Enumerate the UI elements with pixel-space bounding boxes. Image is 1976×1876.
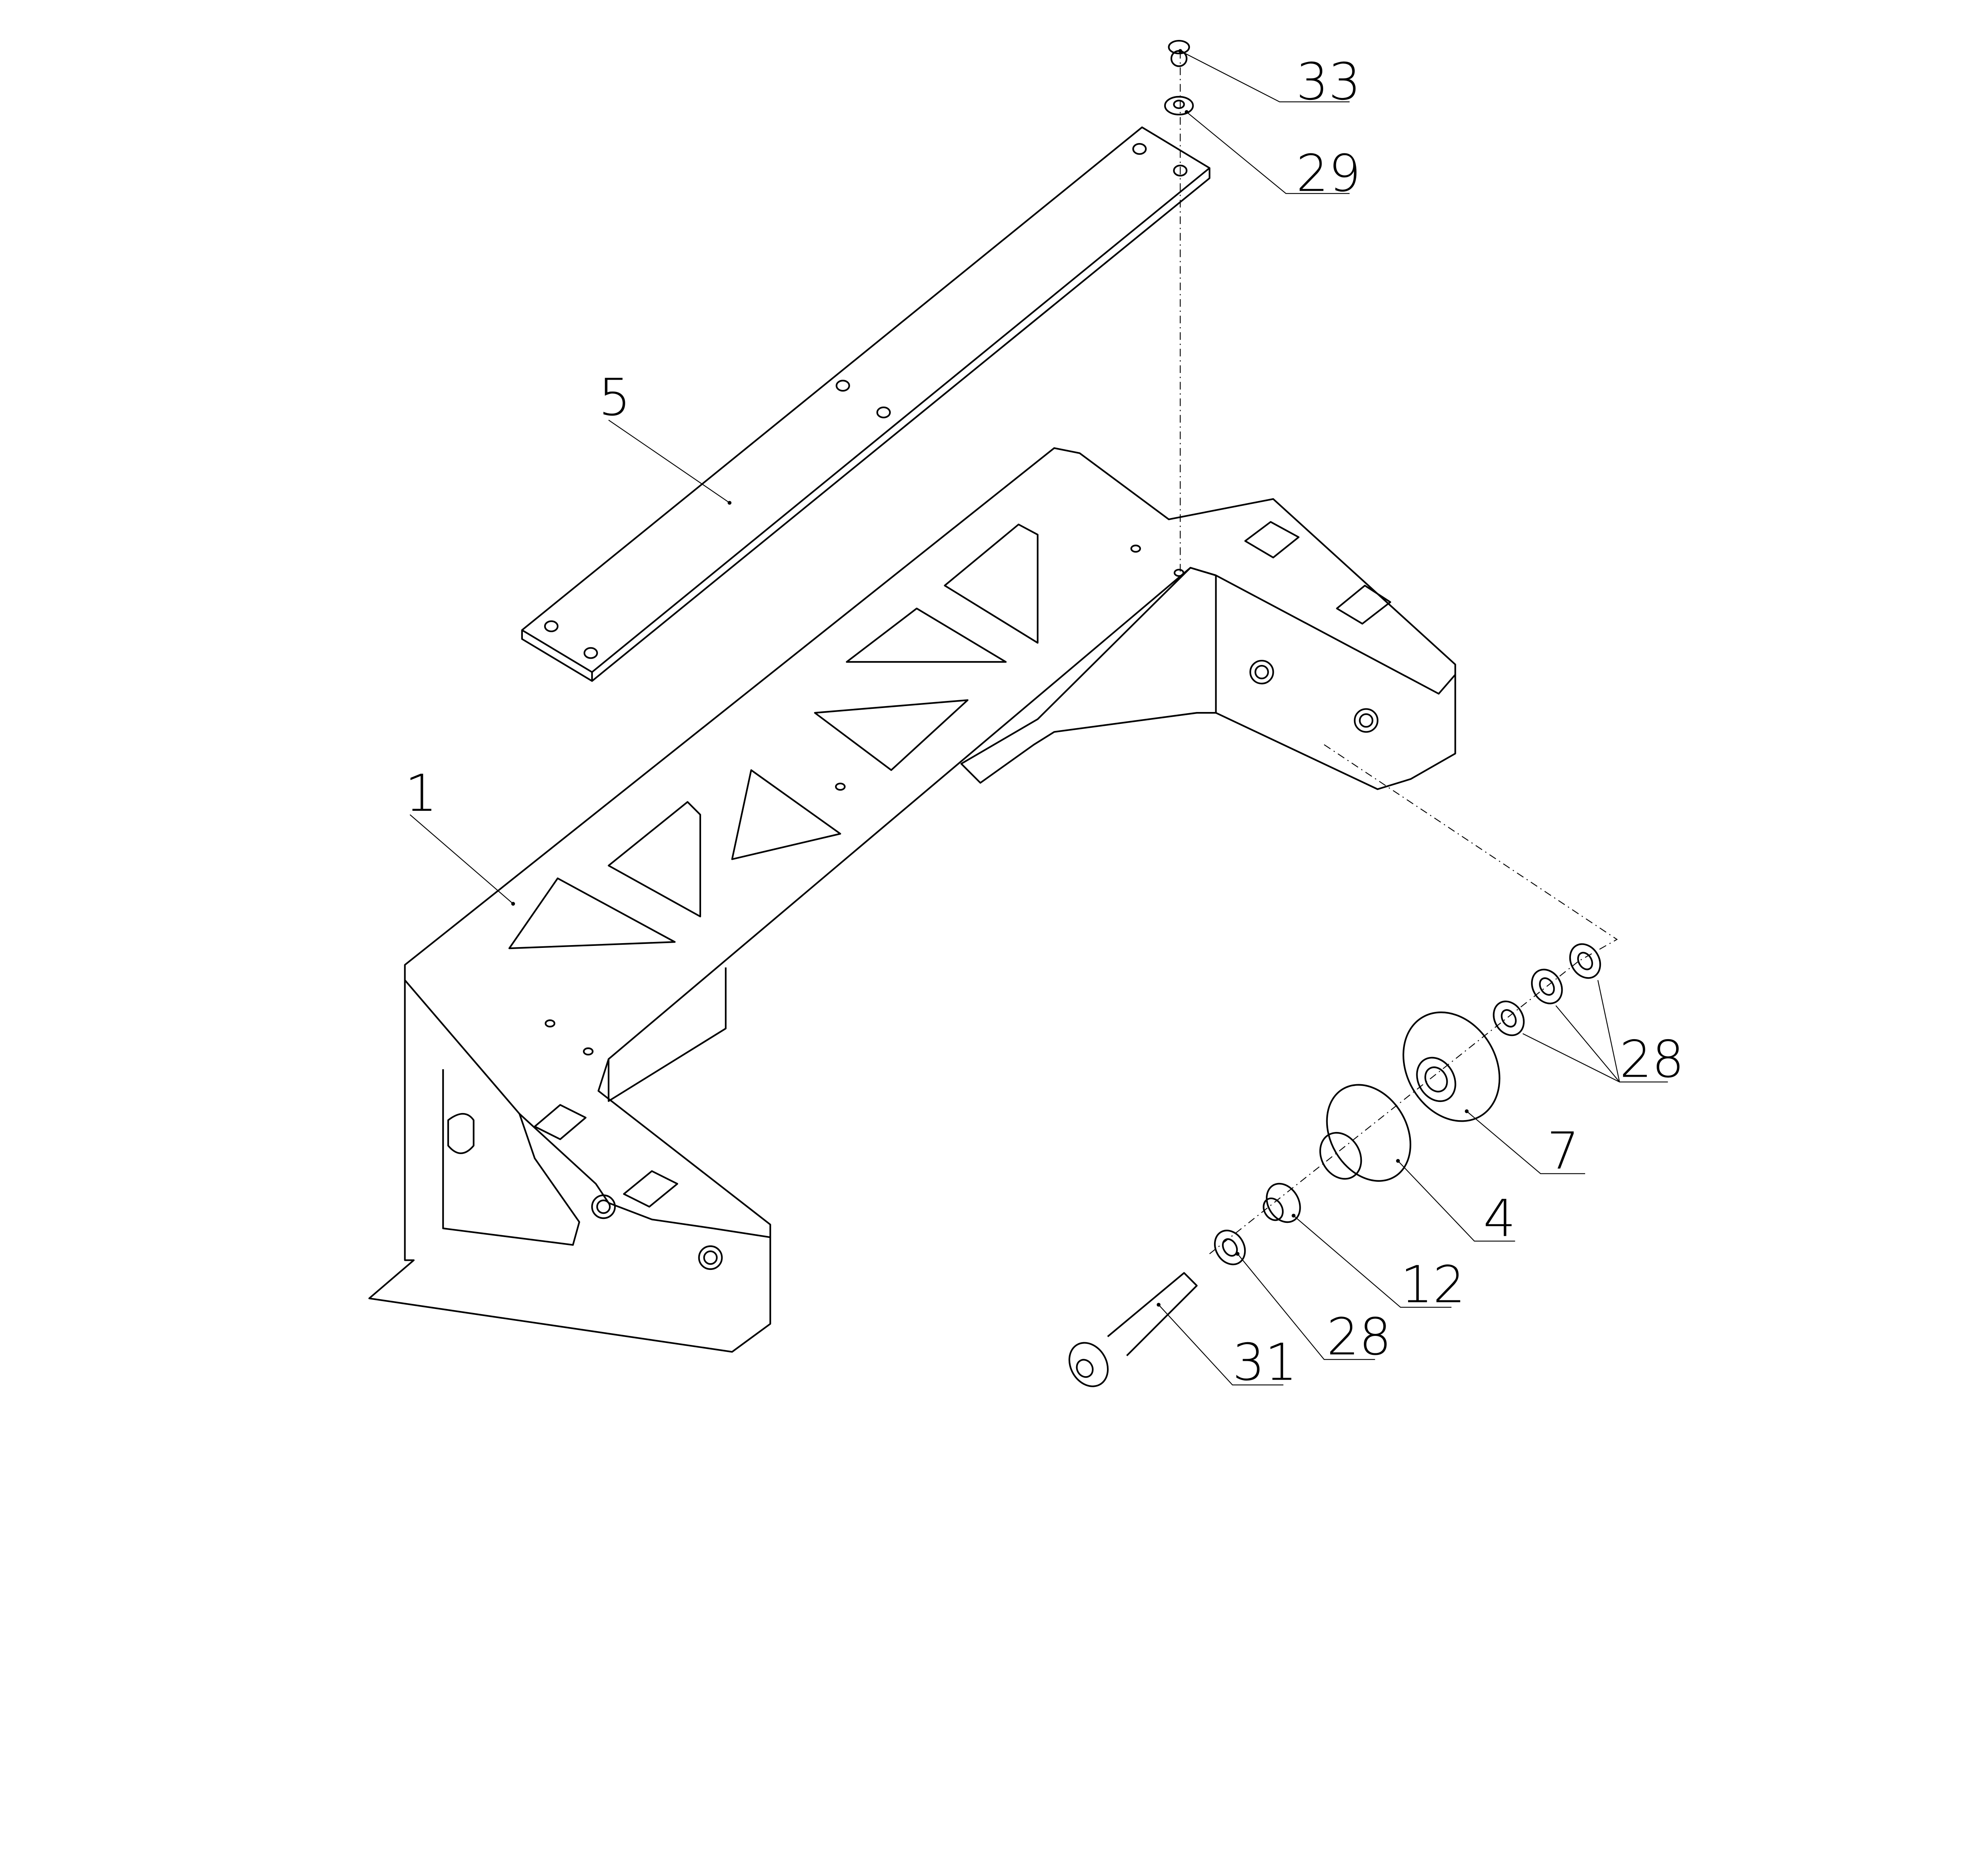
- part-31-bolt: [1068, 1272, 1198, 1387]
- callout-12: 12: [1401, 1255, 1465, 1315]
- callout-29: 29: [1296, 144, 1361, 203]
- callout-28-lower: 28: [1327, 1307, 1391, 1367]
- part-12-bushing: [1263, 1183, 1301, 1223]
- callout-33: 33: [1296, 52, 1361, 111]
- axis-line-shaft: [1209, 744, 1618, 1254]
- callout-4: 4: [1483, 1189, 1516, 1248]
- callout-7: 7: [1547, 1121, 1579, 1181]
- exploded-drawing: 33 29 5 1 28 7 4 12 28 31: [368, 40, 1684, 1392]
- part-1-frame: [368, 447, 1456, 1353]
- part-28-washers: [1214, 943, 1601, 1266]
- part-7-pulley: [1402, 1011, 1501, 1122]
- callout-5: 5: [598, 368, 631, 427]
- part-5-flat-bar: [521, 126, 1210, 682]
- leader-lines: [409, 49, 1668, 1386]
- callout-28-upper: 28: [1620, 1030, 1684, 1089]
- part-29-washer: [1164, 96, 1194, 116]
- callout-1: 1: [405, 764, 437, 823]
- callout-31: 31: [1233, 1333, 1297, 1392]
- part-4-flange: [1319, 1084, 1411, 1182]
